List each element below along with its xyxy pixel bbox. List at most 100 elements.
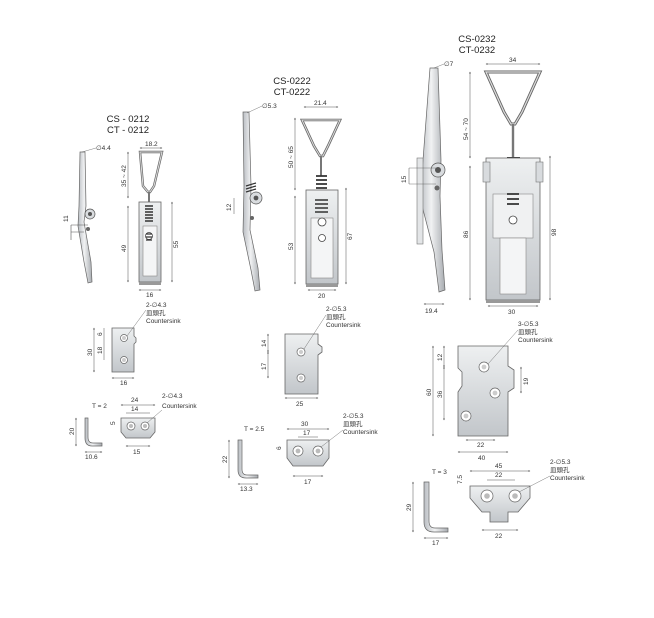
dim-side-bottom: 22 — [495, 533, 503, 540]
model-code-ct: CT - 0212 — [106, 125, 150, 136]
dim-side-off: 6 — [276, 446, 283, 450]
keeper-side-0232: T = 3 45 22 7.5 2-∅5.3 皿頭孔 Countersink 2… — [406, 459, 585, 547]
keeper-side-0222: T = 2.5 30 17 6 2-∅5.3 皿頭孔 Countersink 2… — [222, 413, 378, 493]
dim-keeper-total: 60 — [426, 388, 433, 396]
keeper-holes-cn: 皿頭孔 — [518, 328, 538, 336]
latch-0232: 34 ∅7 54 ~ 70 86 98 15 19.4 30 — [401, 57, 558, 316]
dim-side-w1: 45 — [495, 463, 503, 470]
side-holes-label: 2-∅5.3 — [343, 413, 364, 420]
model-label-0232: CS-0232 CT-0232 — [447, 34, 507, 56]
side-holes-en: Countersink — [162, 403, 197, 410]
side-holes-cn: 皿頭孔 — [343, 420, 363, 428]
model-code-cs: CS-0232 — [458, 34, 496, 45]
keeper-holes-en: Countersink — [146, 318, 181, 325]
dim-keeper-h2: 36 — [437, 390, 444, 398]
dim-lever-offset: 12 — [226, 203, 233, 211]
model-code-ct: CT-0222 — [273, 87, 311, 98]
latch-0212: 18.2 ∅4.4 35 ~ 42 49 55 11 16 — [63, 141, 180, 299]
keeper-holes-cn: 皿頭孔 — [146, 309, 166, 317]
side-lever-0232 — [408, 67, 446, 293]
dim-side-w2: 22 — [495, 472, 503, 479]
dim-loop-height: 35 ~ 42 — [121, 165, 128, 187]
dim-keeper-w2: 40 — [478, 455, 486, 462]
dim-keeper-total: 30 — [87, 348, 94, 356]
dim-overall-height: 98 — [551, 228, 558, 236]
dim-side-height: 29 — [406, 503, 413, 511]
dim-keeper-width: 16 — [120, 380, 128, 387]
dim-base-width: 20 — [318, 293, 326, 300]
dim-side-w2: 14 — [131, 406, 139, 413]
keeper-top-0222: 2-∅5.3 皿頭孔 Countersink 14 17 25 — [261, 306, 361, 408]
dim-body-height: 49 — [121, 244, 128, 252]
keeper-side-0212: T = 2 24 14 5 2-∅4.3 Countersink 20 10.6… — [69, 393, 197, 461]
keeper-holes-label: 3-∅5.3 — [518, 321, 539, 328]
dim-loop-width: 18.2 — [145, 141, 158, 148]
dim-thickness: T = 2.5 — [244, 426, 265, 433]
dim-keeper-h2: 17 — [261, 362, 268, 370]
dim-side-height: 20 — [69, 427, 76, 435]
dim-base-width: 16 — [146, 292, 154, 299]
dim-lever-foot: 19.4 — [425, 308, 438, 315]
model-label-0212: CS - 0212 CT - 0212 — [98, 114, 158, 136]
side-lever-0222 — [233, 111, 263, 292]
dim-thickness: T = 2 — [92, 403, 107, 410]
dims-0212: 18.2 ∅4.4 35 ~ 42 49 55 11 16 — [63, 141, 180, 299]
keeper-top-0212: 2-∅4.3 皿頭孔 Countersink 30 6 18 16 — [87, 302, 181, 387]
dim-side-w1: 24 — [131, 397, 139, 404]
dim-lever-offset: 11 — [63, 215, 70, 222]
front-view-0232 — [482, 70, 544, 303]
dims-0232: 34 ∅7 54 ~ 70 86 98 15 19.4 30 — [401, 57, 558, 316]
keeper-holes-label: 2-∅5.3 — [326, 306, 347, 313]
front-view-0212 — [138, 150, 164, 285]
side-holes-en: Countersink — [343, 429, 378, 436]
dim-side-foot: 13.3 — [240, 486, 253, 493]
side-holes-label: 2-∅4.3 — [162, 393, 183, 400]
dim-loop-width: 34 — [509, 57, 517, 64]
dim-overall-height: 67 — [347, 232, 354, 240]
dim-side-off: 7.5 — [457, 475, 464, 484]
dim-loop-width: 21.4 — [314, 100, 327, 107]
model-label-0222: CS-0222 CT-0222 — [262, 76, 322, 98]
dims-0222: 21.4 ∅5.3 50 ~ 65 53 67 12 20 — [226, 100, 354, 300]
dim-keeper-width: 25 — [296, 401, 304, 408]
dim-loop-height: 54 ~ 70 — [463, 118, 470, 140]
model-code-cs: CS-0222 — [273, 76, 311, 87]
dim-keeper-h2: 18 — [97, 346, 104, 354]
keeper-holes-label: 2-∅4.3 — [146, 302, 167, 309]
keeper-top-0232: 3-∅5.3 皿頭孔 Countersink 60 12 36 19 22 40 — [426, 321, 553, 462]
front-view-0222 — [299, 118, 343, 287]
dim-keeper-side: 19 — [523, 377, 530, 385]
dim-keeper-w1: 22 — [477, 442, 485, 449]
dim-thickness: T = 3 — [432, 469, 447, 476]
dim-side-height: 22 — [222, 455, 229, 463]
dim-side-bottom: 17 — [304, 479, 312, 486]
dim-keeper-h1: 14 — [261, 339, 268, 347]
side-lever-0212 — [70, 151, 96, 284]
dim-top-dia: ∅4.4 — [96, 145, 111, 152]
side-holes-en: Countersink — [550, 475, 585, 482]
dim-lever-offset: 15 — [401, 175, 408, 183]
dim-side-bottom: 15 — [133, 449, 141, 456]
dim-overall-height: 55 — [173, 240, 180, 248]
dim-base-width: 30 — [508, 309, 516, 316]
dim-keeper-h1: 6 — [97, 332, 104, 336]
latch-0222: 21.4 ∅5.3 50 ~ 65 53 67 12 20 — [226, 100, 354, 300]
keeper-holes-en: Countersink — [326, 322, 361, 329]
keeper-holes-cn: 皿頭孔 — [326, 313, 346, 321]
dim-side-foot: 10.6 — [85, 454, 98, 461]
keeper-holes-en: Countersink — [518, 337, 553, 344]
dim-keeper-h1: 12 — [437, 353, 444, 361]
dim-top-dia: ∅7 — [444, 61, 454, 68]
dim-loop-height: 50 ~ 65 — [288, 146, 295, 168]
dim-side-foot: 17 — [432, 540, 440, 547]
dim-top-dia: ∅5.3 — [262, 103, 277, 110]
dim-body-height: 53 — [288, 242, 295, 250]
side-holes-cn: 皿頭孔 — [550, 466, 570, 474]
model-code-cs: CS - 0212 — [106, 114, 150, 125]
dim-side-w1: 30 — [301, 421, 309, 428]
model-code-ct: CT-0232 — [458, 45, 496, 56]
dim-side-w2: 17 — [303, 430, 311, 437]
dim-body-height: 86 — [463, 230, 470, 238]
